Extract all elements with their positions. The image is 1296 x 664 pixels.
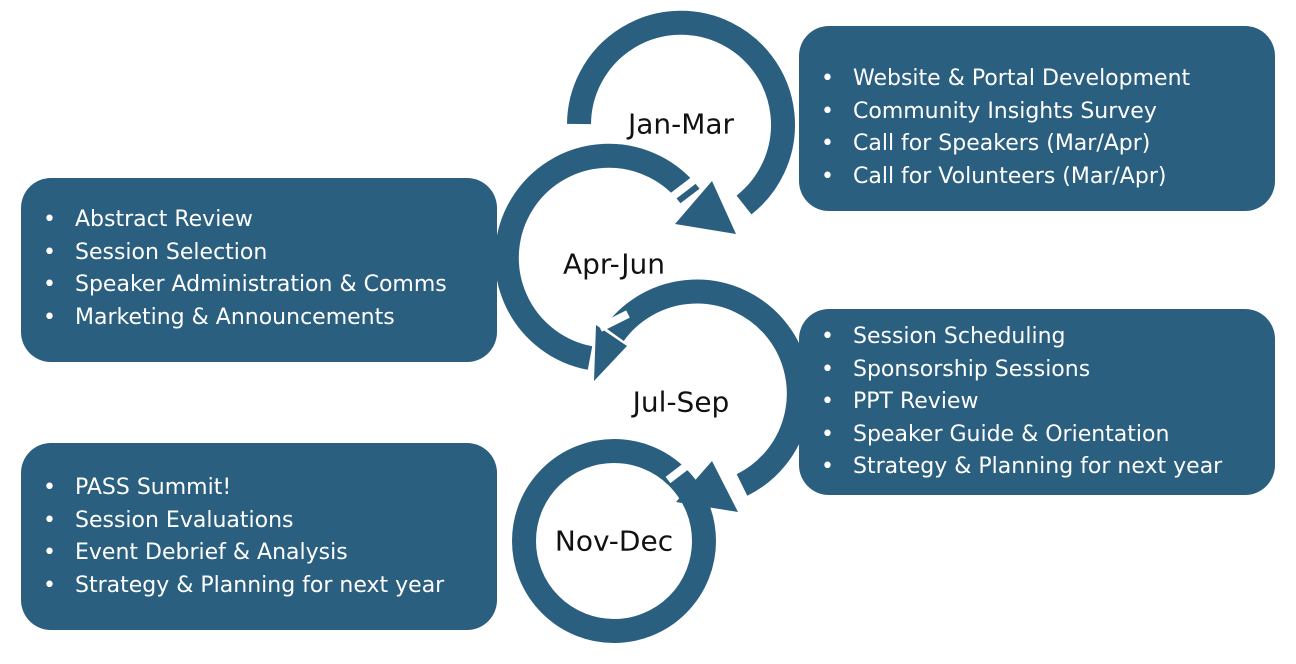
phase-label-jan-mar: Jan-Mar (627, 107, 735, 141)
phase-label-jul-sep: Jul-Sep (632, 385, 730, 419)
ring-gap (665, 170, 705, 204)
task-box-nov-dec: PASS Summit! Session Evaluations Event D… (21, 443, 497, 630)
task-box-jul-sep: Session Scheduling Sponsorship Sessions … (799, 309, 1275, 495)
task-item: Sponsorship Sessions (821, 354, 1275, 387)
task-item: PPT Review (821, 386, 1275, 419)
task-item: Marketing & Announcements (43, 302, 497, 335)
task-item: Call for Speakers (Mar/Apr) (821, 128, 1275, 161)
phase-label-nov-dec: Nov-Dec (554, 524, 674, 558)
task-item: Session Scheduling (821, 321, 1275, 354)
phase-label-apr-jun: Apr-Jun (562, 247, 666, 281)
cycle-ring-nov-dec (512, 439, 716, 643)
task-item: Call for Volunteers (Mar/Apr) (821, 161, 1275, 194)
task-item: Event Debrief & Analysis (43, 537, 497, 570)
arrowhead-apr-jun (594, 325, 627, 381)
task-item: Website & Portal Development (821, 63, 1275, 96)
cycle-arrow-apr-jun (494, 143, 700, 370)
task-list: Website & Portal Development Community I… (821, 63, 1275, 193)
task-item: PASS Summit! (43, 472, 497, 505)
task-item: Session Evaluations (43, 505, 497, 538)
arrowhead-jan-mar (675, 181, 736, 234)
task-item: Speaker Guide & Orientation (821, 419, 1275, 452)
ring-gap (598, 310, 630, 332)
task-box-jan-mar: Website & Portal Development Community I… (799, 26, 1275, 211)
task-list: Session Scheduling Sponsorship Sessions … (821, 321, 1275, 484)
task-item: Speaker Administration & Comms (43, 269, 497, 302)
task-item: Community Insights Survey (821, 96, 1275, 129)
cycle-arrow-jul-sep (604, 279, 811, 496)
task-item: Strategy & Planning for next year (821, 451, 1275, 484)
task-item: Session Selection (43, 237, 497, 270)
task-item: Strategy & Planning for next year (43, 570, 497, 603)
task-list: Abstract Review Session Selection Speake… (43, 204, 497, 334)
task-list: PASS Summit! Session Evaluations Event D… (43, 472, 497, 602)
task-item: Abstract Review (43, 204, 497, 237)
cycle-arrow-jan-mar (567, 10, 795, 215)
task-box-apr-jun: Abstract Review Session Selection Speake… (21, 178, 497, 362)
ring-gap (665, 450, 705, 484)
